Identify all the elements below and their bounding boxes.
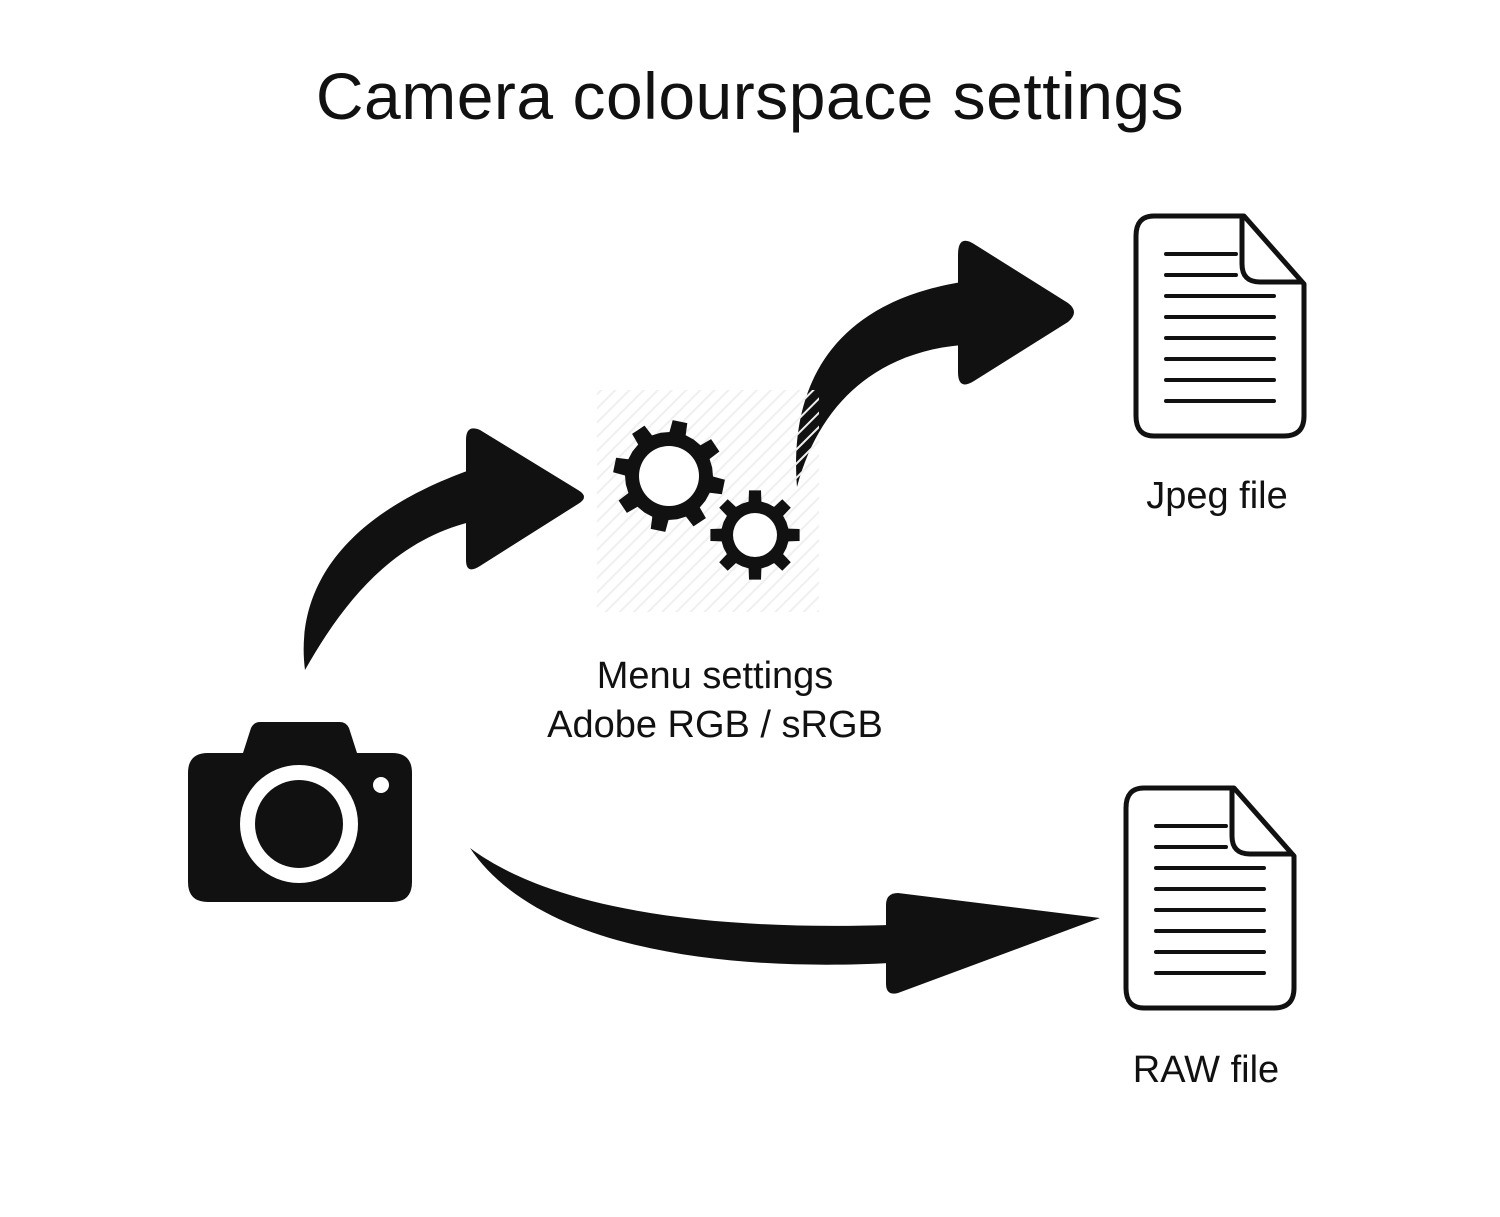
menu-settings-label-line1: Menu settings [596, 655, 834, 697]
gear-small-icon [710, 490, 800, 580]
arrow-camera-to-settings [303, 428, 584, 670]
raw-document-icon [1123, 785, 1297, 1011]
menu-settings-label: Menu settings Adobe RGB / sRGB [490, 652, 940, 750]
jpeg-document-icon [1133, 213, 1307, 439]
arrow-settings-to-jpeg [796, 240, 1074, 487]
arrow-camera-to-raw [470, 848, 1100, 994]
gear-large-icon [613, 420, 725, 532]
jpeg-file-label: Jpeg file [1146, 475, 1288, 517]
camera-icon [188, 722, 412, 902]
raw-file-label: RAW file [1132, 1049, 1280, 1091]
menu-settings-label-line2: Adobe RGB / sRGB [547, 704, 883, 746]
gears-icon [597, 390, 819, 612]
diagram-title: Camera colourspace settings [315, 59, 1185, 133]
